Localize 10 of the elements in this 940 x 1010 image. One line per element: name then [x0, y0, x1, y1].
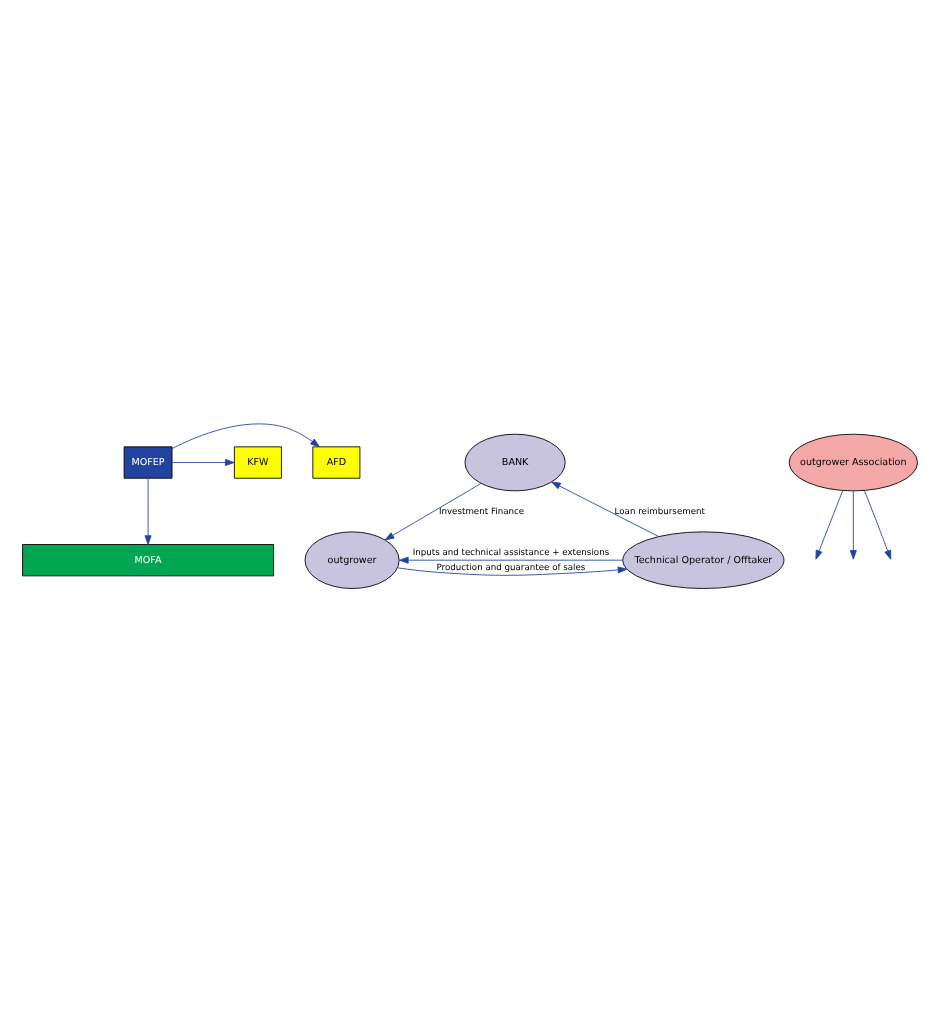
arrow	[863, 489, 892, 559]
arrow	[171, 422, 320, 449]
arrow	[815, 489, 844, 559]
arrow	[171, 458, 235, 466]
arrow	[144, 476, 152, 544]
arrow	[384, 482, 482, 540]
arrow	[849, 489, 857, 559]
arrow	[551, 480, 660, 536]
arrow	[399, 555, 623, 563]
arrow	[397, 565, 628, 575]
